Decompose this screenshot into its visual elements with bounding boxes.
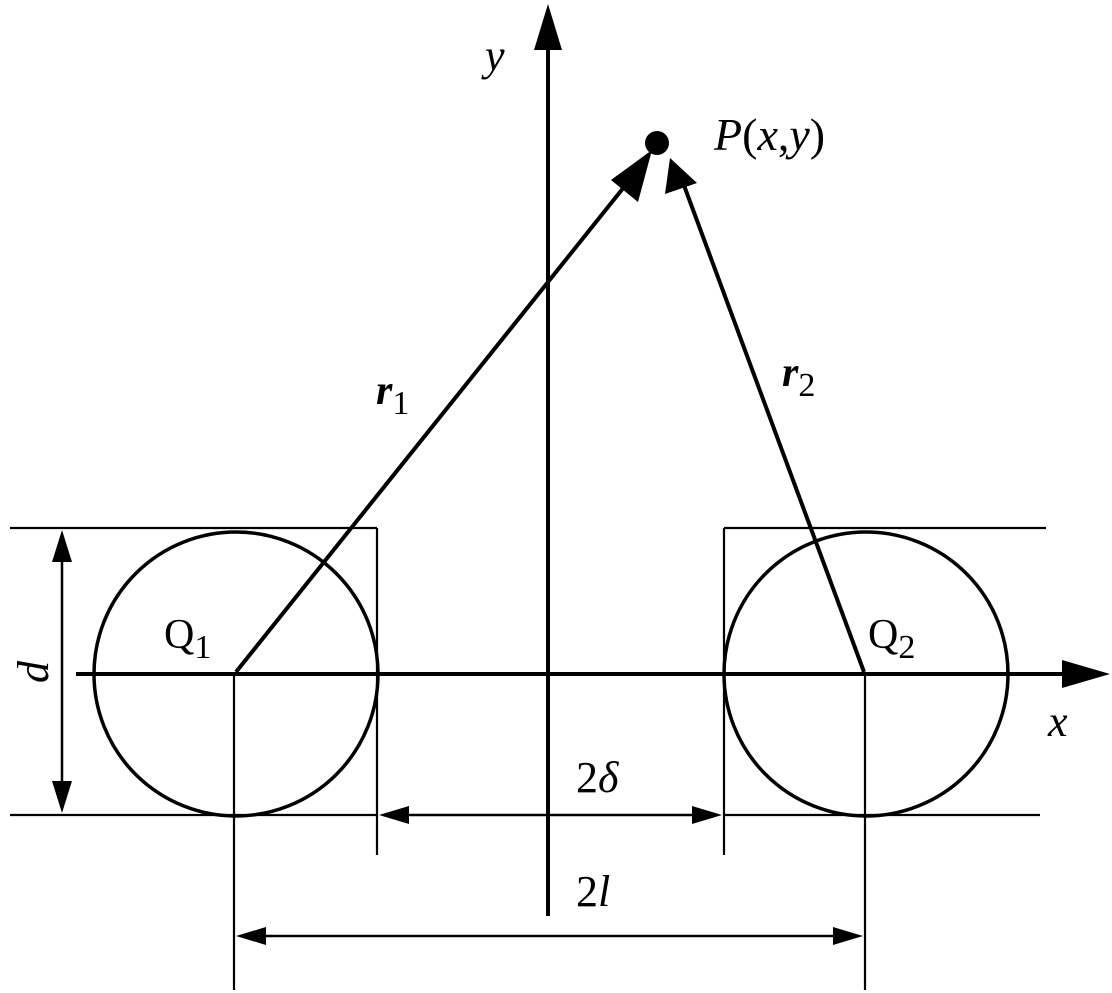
x-axis-label: x bbox=[1047, 697, 1068, 746]
vector-r2-arrowhead bbox=[665, 158, 697, 194]
vector-r1-arrowhead bbox=[611, 150, 652, 202]
left-bounding-box bbox=[10, 526, 379, 855]
dimension-d bbox=[52, 530, 72, 813]
conductor-q1-label: Q1 bbox=[164, 612, 211, 666]
x-axis-arrowhead bbox=[1062, 660, 1110, 688]
center-extension-lines bbox=[232, 674, 867, 990]
point-p-marker bbox=[645, 131, 669, 155]
vector-r2 bbox=[665, 158, 866, 673]
vector-r2-label: r2 bbox=[782, 350, 815, 404]
dimension-2delta-label: 2δ bbox=[576, 753, 620, 802]
dimension-2l bbox=[236, 927, 863, 945]
point-p-label: P(x,y) bbox=[713, 109, 825, 160]
y-axis bbox=[534, 4, 562, 916]
dimension-2l-label: 2l bbox=[576, 867, 610, 916]
dimension-2delta bbox=[379, 806, 722, 824]
right-bounding-box bbox=[722, 526, 1046, 855]
vector-r1 bbox=[234, 150, 652, 674]
vector-r1-label: r1 bbox=[376, 368, 409, 422]
dimension-d-label: d bbox=[9, 660, 58, 683]
x-axis bbox=[76, 660, 1110, 688]
y-axis-arrowhead bbox=[534, 4, 562, 50]
y-axis-label: y bbox=[481, 31, 505, 80]
conductor-q2-label: Q2 bbox=[868, 612, 915, 666]
